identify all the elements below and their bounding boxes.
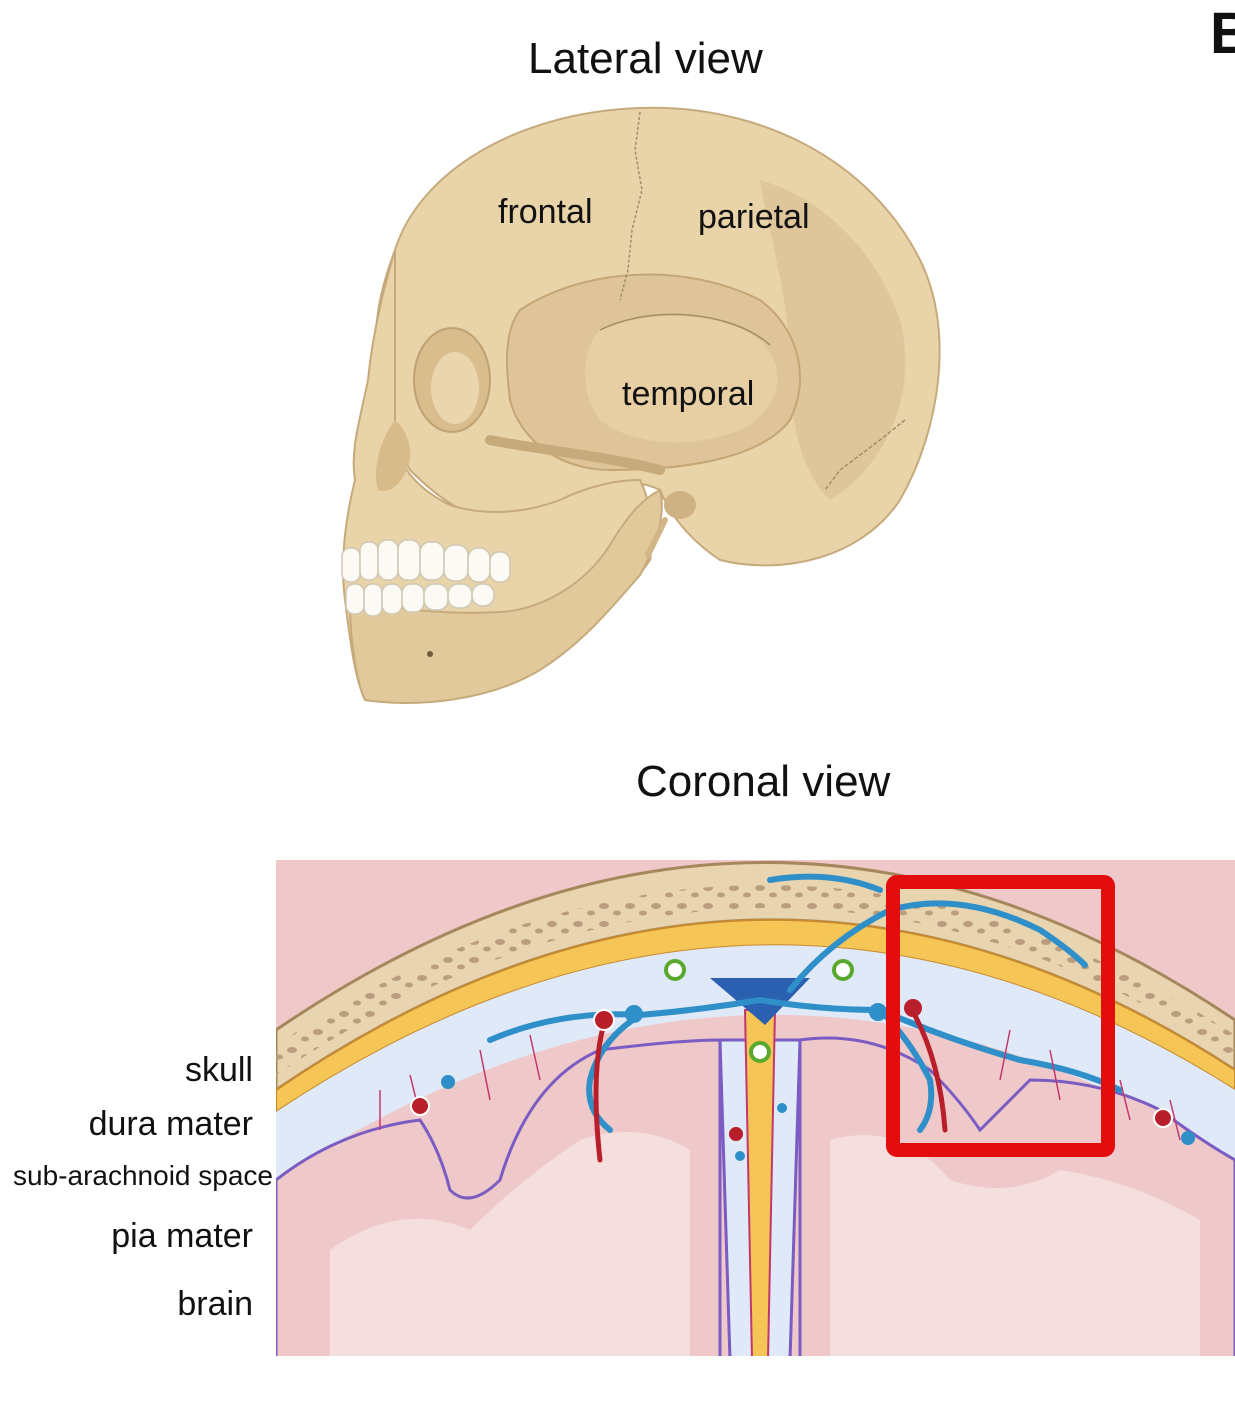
styloid-process xyxy=(645,517,668,558)
artery-dot-4 xyxy=(1153,1108,1173,1128)
parietal-shade xyxy=(760,180,906,500)
vein-dot-1 xyxy=(441,1075,455,1089)
vein-dot-5 xyxy=(735,1151,745,1161)
temporal-squama xyxy=(585,316,778,443)
zygomatic-arch xyxy=(485,435,665,475)
orbit-inner xyxy=(431,352,479,424)
pia-mater-label: pia mater xyxy=(111,1217,253,1255)
parietal-label: parietal xyxy=(698,198,810,236)
skull-diploe xyxy=(276,884,1235,1075)
capillary-1 xyxy=(379,1029,1181,1141)
vein-5 xyxy=(487,1011,643,1043)
skull-layer-label: skull xyxy=(184,1051,253,1089)
coronal-suture xyxy=(619,111,643,301)
lambdoid-suture xyxy=(824,419,906,491)
lateral-view-title: Lateral view xyxy=(528,34,763,83)
nasal-aperture xyxy=(375,420,411,491)
vein-dot-2 xyxy=(625,1005,643,1023)
brain-white-right xyxy=(830,1135,1200,1356)
highlight-box xyxy=(886,875,1115,1157)
artery-dot-1 xyxy=(593,1009,615,1031)
artery-1 xyxy=(593,1017,608,1163)
frontal-label: frontal xyxy=(498,193,593,231)
vein-dot-4 xyxy=(1181,1131,1195,1145)
vein-dot-3 xyxy=(869,1003,887,1021)
coronal-view-title: Coronal view xyxy=(636,757,891,806)
vein-dot-6 xyxy=(777,1103,787,1113)
panel-letter: B xyxy=(1210,1,1235,66)
artery-2 xyxy=(909,1007,948,1133)
granulation-1 xyxy=(664,959,686,981)
brain-label: brain xyxy=(177,1285,253,1323)
artery-dot-2 xyxy=(410,1096,430,1116)
artery-dot-3 xyxy=(904,999,922,1017)
brain-white-left xyxy=(330,1132,690,1356)
subarachnoid-label: sub-arachnoid space xyxy=(13,1160,273,1191)
dura-mater-label: dura mater xyxy=(88,1105,253,1143)
granulation-3 xyxy=(749,1041,771,1063)
temporal-label: temporal xyxy=(622,375,755,413)
ear-canal xyxy=(664,491,696,519)
granulation-2 xyxy=(832,959,854,981)
mental-foramen xyxy=(427,651,433,657)
vein-3 xyxy=(787,900,1088,993)
vein-4 xyxy=(767,873,883,893)
subarachnoid-layer xyxy=(276,945,1235,1180)
teeth xyxy=(341,539,511,617)
artery-dot-5 xyxy=(729,1127,743,1141)
vein-1 xyxy=(586,997,763,1133)
squamosal-suture xyxy=(599,313,771,346)
